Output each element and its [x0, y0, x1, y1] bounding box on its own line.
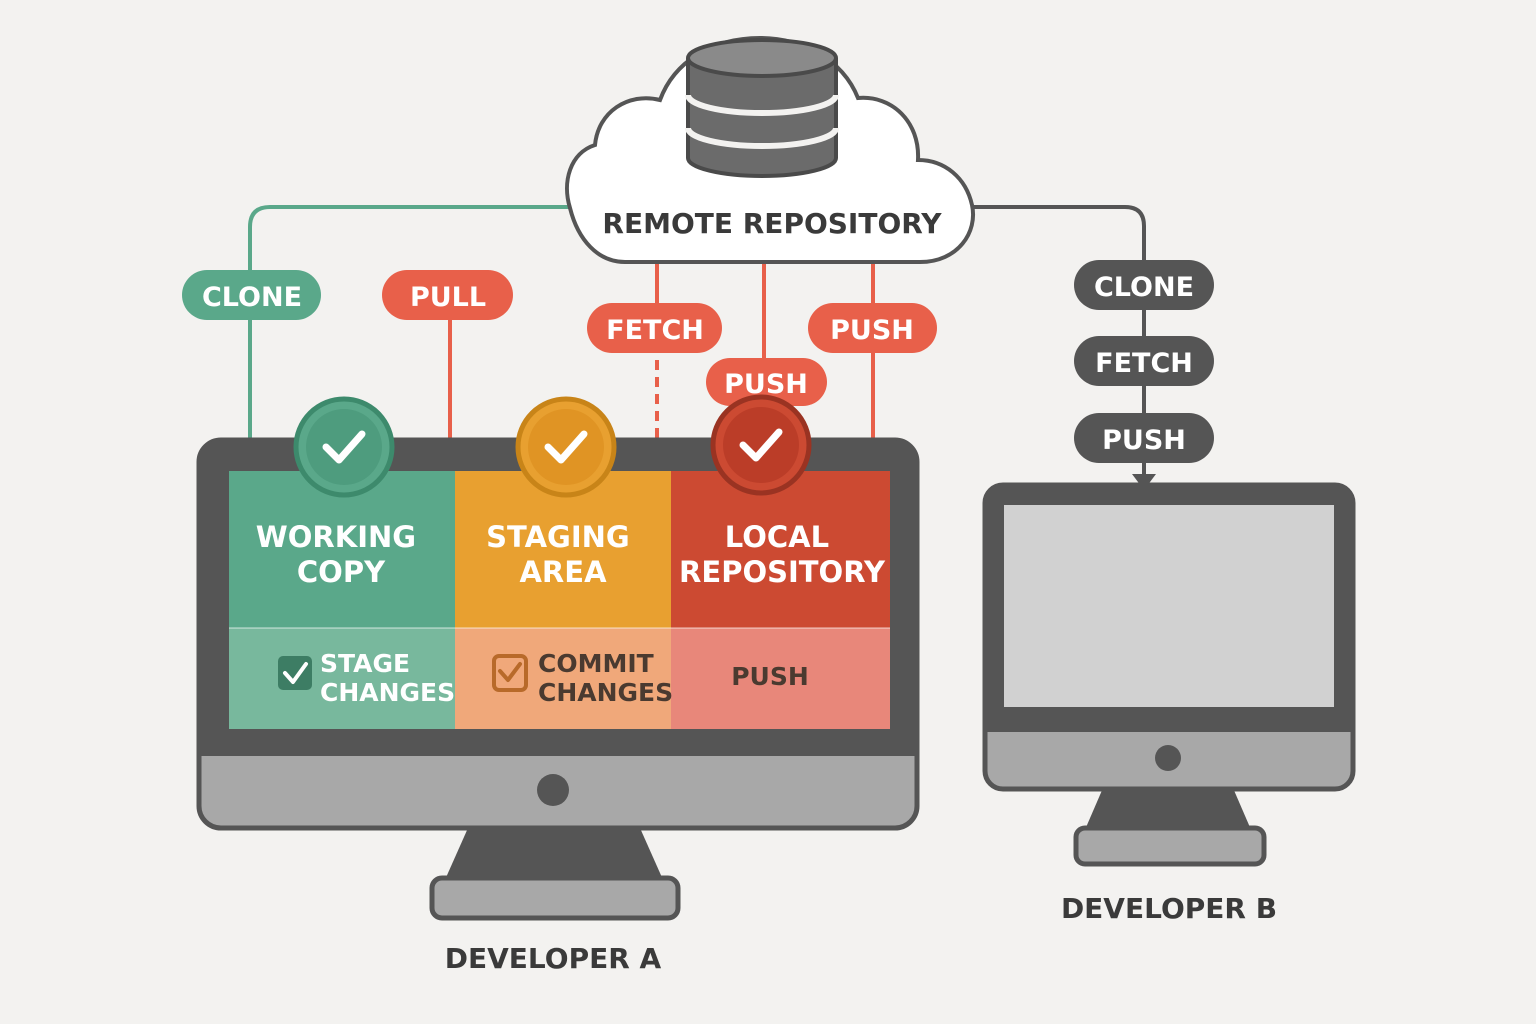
svg-text:PUSH: PUSH	[1102, 425, 1186, 456]
svg-text:CLONE: CLONE	[1094, 272, 1194, 303]
svg-text:PUSH: PUSH	[830, 315, 914, 346]
commit-changes-panel[interactable]	[455, 628, 671, 729]
local-repository-panel	[671, 471, 890, 628]
staging-area-check	[515, 396, 617, 498]
push-badge-b[interactable]: PUSH	[1074, 413, 1214, 463]
developer-a-caption: DEVELOPER A	[445, 942, 662, 975]
working-copy-check	[293, 396, 395, 498]
clone-badge-a[interactable]: CLONE	[182, 270, 321, 320]
staging-area-title: STAGING AREA	[486, 520, 640, 589]
local-repository-title: LOCAL REPOSITORY	[679, 520, 886, 589]
pull-badge[interactable]: PULL	[382, 270, 513, 320]
svg-text:PULL: PULL	[410, 282, 486, 313]
clone-badge-b[interactable]: CLONE	[1074, 260, 1214, 310]
check-icon	[544, 430, 588, 464]
monitor-a-neck	[444, 828, 664, 882]
monitor-a-base	[429, 875, 681, 921]
developer-b-monitor	[982, 482, 1356, 867]
stage-changes-panel[interactable]	[229, 628, 455, 729]
fetch-badge-a[interactable]: FETCH	[587, 303, 722, 353]
check-icon	[739, 428, 783, 462]
local-repository-check	[710, 394, 812, 496]
fetch-badge-b[interactable]: FETCH	[1074, 336, 1214, 386]
svg-text:CLONE: CLONE	[202, 282, 302, 313]
checkbox-icon	[278, 656, 312, 690]
svg-text:FETCH: FETCH	[606, 315, 704, 346]
svg-text:FETCH: FETCH	[1095, 348, 1193, 379]
developer-b-arrowhead	[1132, 474, 1156, 490]
developer-b-caption: DEVELOPER B	[1061, 892, 1277, 925]
remote-repository-label: REMOTE REPOSITORY	[602, 207, 942, 240]
push-panel[interactable]	[671, 628, 890, 729]
developer-a-monitor: WORKING COPY STAGING AREA LOCAL REPOSITO…	[196, 394, 920, 921]
monitor-a-power-button[interactable]	[537, 774, 569, 806]
clone-connector-a	[248, 205, 580, 440]
checkbox-icon	[492, 654, 528, 692]
commit-changes-label: COMMIT CHANGES	[538, 649, 673, 707]
working-copy-title: WORKING COPY	[256, 520, 426, 589]
monitor-b-screen	[1004, 505, 1334, 707]
developer-b-connector	[965, 205, 1146, 478]
remote-repository-cloud: REMOTE REPOSITORY	[565, 35, 975, 264]
stage-changes-label: STAGE CHANGES	[320, 649, 455, 707]
connectors	[237, 205, 1156, 490]
monitor-b-neck	[1084, 788, 1252, 832]
push-action-label: PUSH	[731, 662, 809, 691]
push-badge-right[interactable]: PUSH	[808, 303, 937, 353]
monitor-b-base	[1073, 825, 1267, 867]
database-icon	[685, 38, 839, 178]
monitor-b-power-button[interactable]	[1155, 745, 1181, 771]
check-icon	[322, 430, 366, 464]
